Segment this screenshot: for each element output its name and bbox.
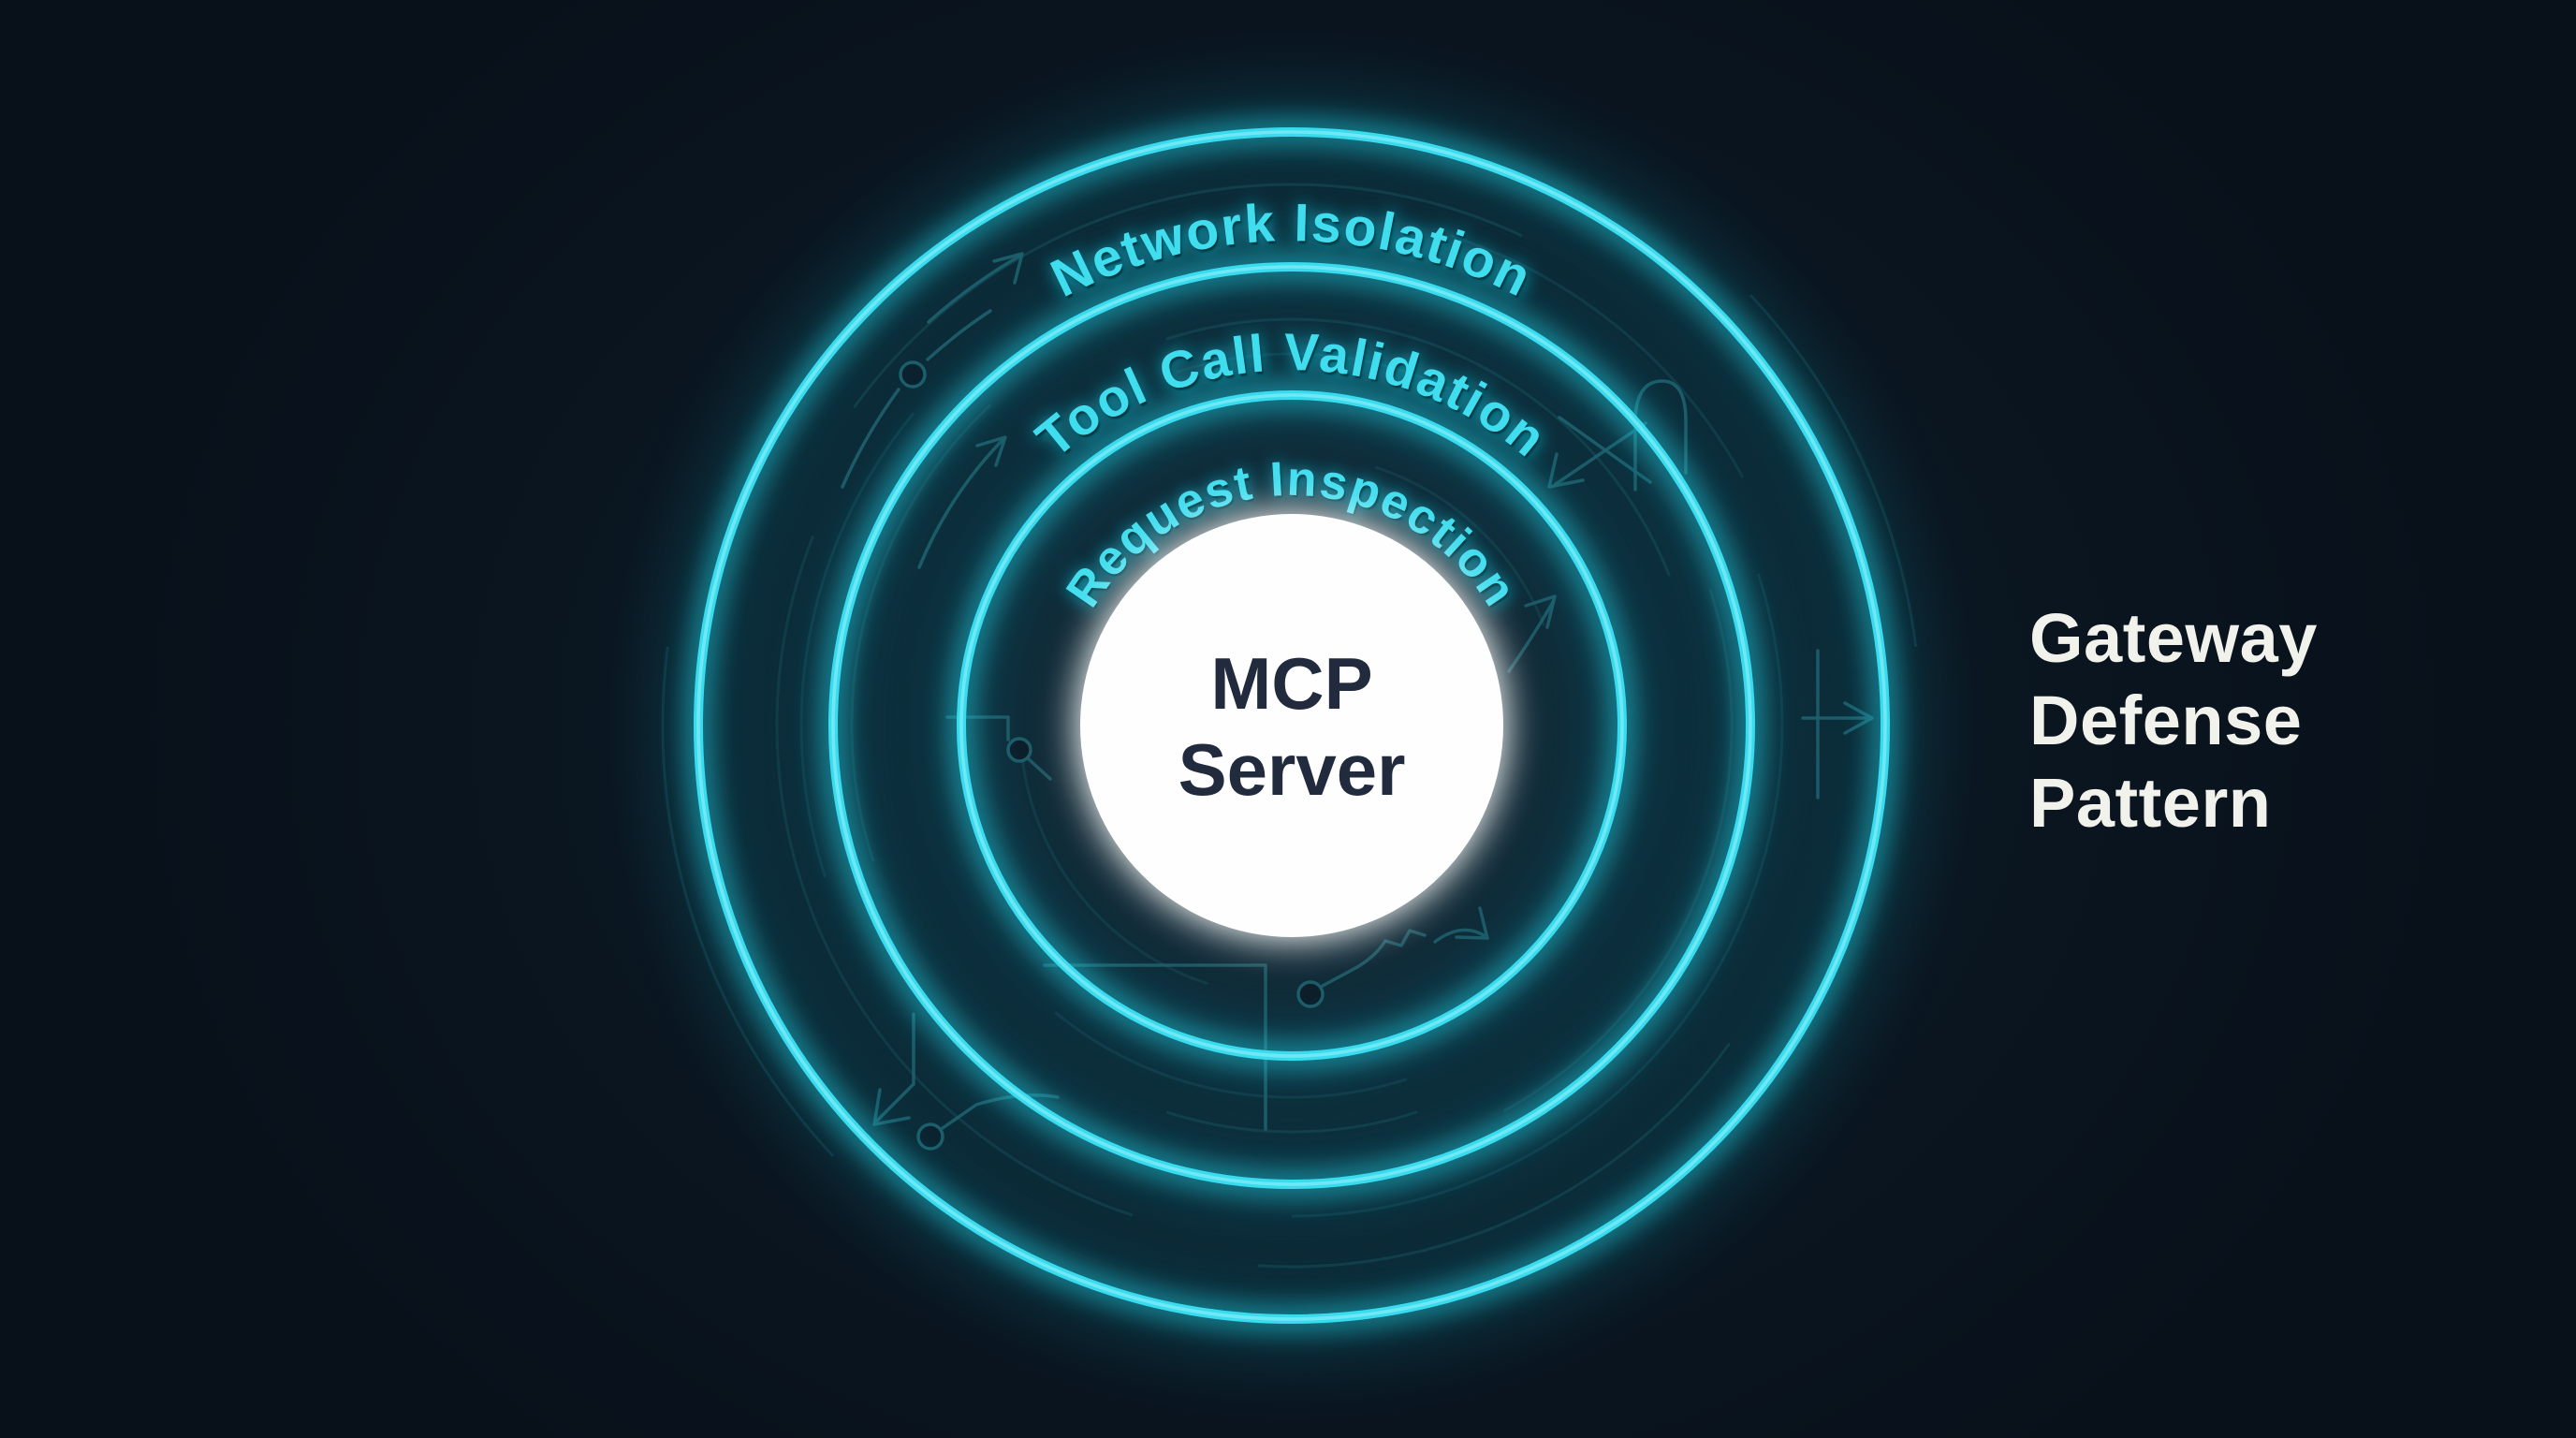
circuit-trace <box>1433 928 1486 944</box>
core-label-line1: MCP <box>1210 642 1372 725</box>
mcp-core: MCP Server <box>1050 484 1533 967</box>
defense-ring-middle <box>790 224 1793 1227</box>
headline-line3: Pattern <box>2029 764 2271 842</box>
trace-node-icon <box>1006 737 1032 763</box>
circuit-trace <box>841 388 900 489</box>
trace-node-icon <box>1296 980 1325 1008</box>
circuit-trace <box>926 309 992 361</box>
defense-ring-outer <box>655 89 1928 1362</box>
circuit-trace <box>927 254 1022 324</box>
headline-line2: Defense <box>2029 682 2302 759</box>
headline: Gateway Defense Pattern <box>2029 599 2318 842</box>
defense-ring-inner <box>918 352 1665 1099</box>
headline-line1: Gateway <box>2029 599 2318 677</box>
core-circle <box>1080 514 1503 937</box>
circuit-trace <box>917 438 1004 569</box>
circuit-trace <box>1026 756 1052 781</box>
core-label-line2: Server <box>1178 728 1406 811</box>
trace-arrow-icon <box>992 252 1024 285</box>
trace-node-icon <box>899 360 927 389</box>
